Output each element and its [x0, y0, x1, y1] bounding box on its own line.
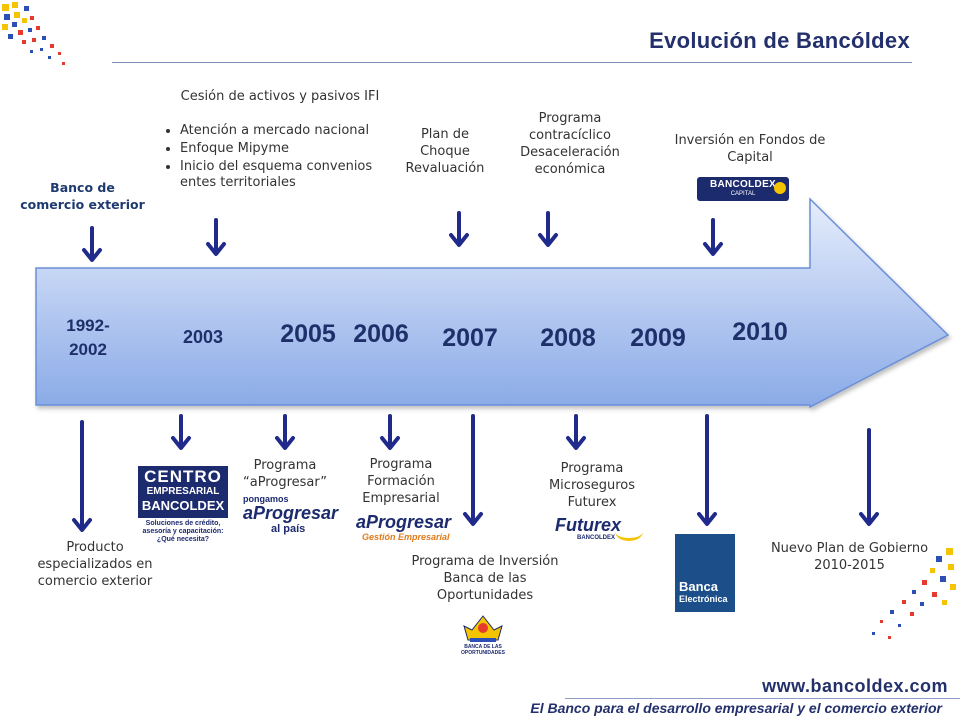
- logo-subtext: CAPITAL: [730, 191, 756, 197]
- footer-divider: [565, 698, 960, 699]
- pointer-arrow-formacion: [380, 414, 400, 450]
- banca-electronica-logo: Banca Electrónica: [675, 534, 735, 612]
- year-1992-2002: 1992- 2002: [66, 316, 110, 359]
- logo-text: BANCOLDEX: [141, 498, 225, 513]
- year-2010: 2010: [732, 318, 788, 346]
- footer-tagline: El Banco para el desarrollo empresarial …: [530, 700, 942, 716]
- pointer-arrow-banca-electronica: [697, 414, 717, 526]
- year-2009: 2009: [630, 324, 686, 352]
- note-banco-comercio-exterior: Banco de comercio exterior: [20, 180, 145, 212]
- logo-text: pongamos: [243, 494, 289, 504]
- logo-text: BANCA DE LAS OPORTUNIDADES: [461, 644, 505, 656]
- logo-text: Electrónica: [679, 594, 728, 604]
- bullet-list-2003: Atención a mercado nacional Enfoque Mipy…: [164, 123, 405, 193]
- logo-text: BANCOLDEX: [577, 535, 616, 541]
- pointer-arrow-aprogresar: [275, 414, 295, 450]
- pointer-arrow-plan-gobierno: [859, 428, 879, 526]
- note-programa-microseguros: Programa Microseguros Futurex: [548, 461, 636, 510]
- pointer-arrow-centro: [171, 414, 191, 450]
- pointer-arrow-2010-top: [703, 218, 723, 256]
- timeline-arrow: [35, 197, 950, 409]
- pointer-arrow-producto: [72, 420, 92, 532]
- note-programa-aprogresar: Programa “aProgresar”: [243, 458, 327, 490]
- logo-text: Futurex: [555, 515, 622, 535]
- logo-text: Banca: [679, 579, 719, 594]
- year-2008: 2008: [540, 324, 596, 352]
- centro-empresarial-logo: CENTRO EMPRESARIAL BANCOLDEX: [138, 466, 228, 518]
- note-plan-gobierno: Nuevo Plan de Gobierno 2010-2015: [770, 541, 929, 573]
- year-2007: 2007: [442, 324, 498, 352]
- aprogresar-logo: pongamos aProgresar al país: [243, 494, 339, 540]
- pointer-arrow-2008-top: [538, 211, 558, 247]
- note-programa-formacion: Programa Formación Empresarial: [362, 457, 440, 506]
- pointer-arrow-microseguros: [566, 414, 586, 450]
- bullet-item: Inicio del esquema convenios entes terri…: [180, 159, 405, 191]
- logo-text: aProgresar: [356, 512, 452, 532]
- pointer-arrow-2007-top: [449, 211, 469, 247]
- bancoldex-capital-logo: BANCOLDEX CAPITAL: [697, 177, 789, 201]
- page-title: Evolución de Bancóldex: [649, 28, 910, 53]
- year-2006: 2006: [353, 320, 409, 348]
- footer-url[interactable]: www.bancoldex.com: [762, 676, 948, 696]
- decorative-confetti-bottom-right: [872, 548, 956, 639]
- aprogresar-gestion-logo: aProgresar Gestión Empresarial: [356, 512, 451, 548]
- banca-oportunidades-logo: BANCA DE LAS OPORTUNIDADES: [452, 612, 514, 656]
- pointer-arrow-oportunidades: [463, 414, 483, 526]
- title-divider: [112, 62, 912, 63]
- logo-text: BANCOLDEX: [709, 179, 777, 190]
- year-2005: 2005: [280, 320, 336, 348]
- logo-text: aProgresar: [243, 503, 339, 523]
- note-programa-banca-oportunidades: Programa de Inversión Banca de las Oport…: [411, 554, 559, 603]
- futurex-logo: Futurex BANCOLDEX: [555, 516, 645, 546]
- pointer-arrow-2003: [206, 218, 226, 256]
- note-fondos-capital: Inversión en Fondos de Capital: [674, 133, 826, 165]
- decorative-confetti-top-left: [2, 2, 65, 65]
- logo-text: al país: [271, 523, 306, 535]
- logo-text: EMPRESARIAL: [146, 486, 220, 497]
- logo-swirl-icon: [774, 182, 786, 194]
- logo-text: Gestión Empresarial: [362, 532, 450, 542]
- bullet-item: Enfoque Mipyme: [180, 141, 405, 157]
- pointer-arrow-1992: [82, 226, 102, 262]
- logo-swoosh-icon: [615, 522, 643, 541]
- centro-empresarial-subtext: Soluciones de crédito, asesoría y capaci…: [142, 520, 224, 543]
- note-plan-choque: Plan de Choque Revaluación: [405, 127, 485, 176]
- note-cesion-activos: Cesión de activos y pasivos IFI: [180, 89, 380, 104]
- note-programa-contraciclico: Programa contracíclico Desaceleración ec…: [520, 111, 620, 177]
- oportunidades-emblem-icon: [463, 615, 503, 642]
- bullet-item: Atención a mercado nacional: [180, 123, 405, 139]
- logo-text: CENTRO: [144, 467, 222, 486]
- note-producto-especializados: Producto especializados en comercio exte…: [37, 540, 153, 589]
- year-2003: 2003: [182, 327, 224, 347]
